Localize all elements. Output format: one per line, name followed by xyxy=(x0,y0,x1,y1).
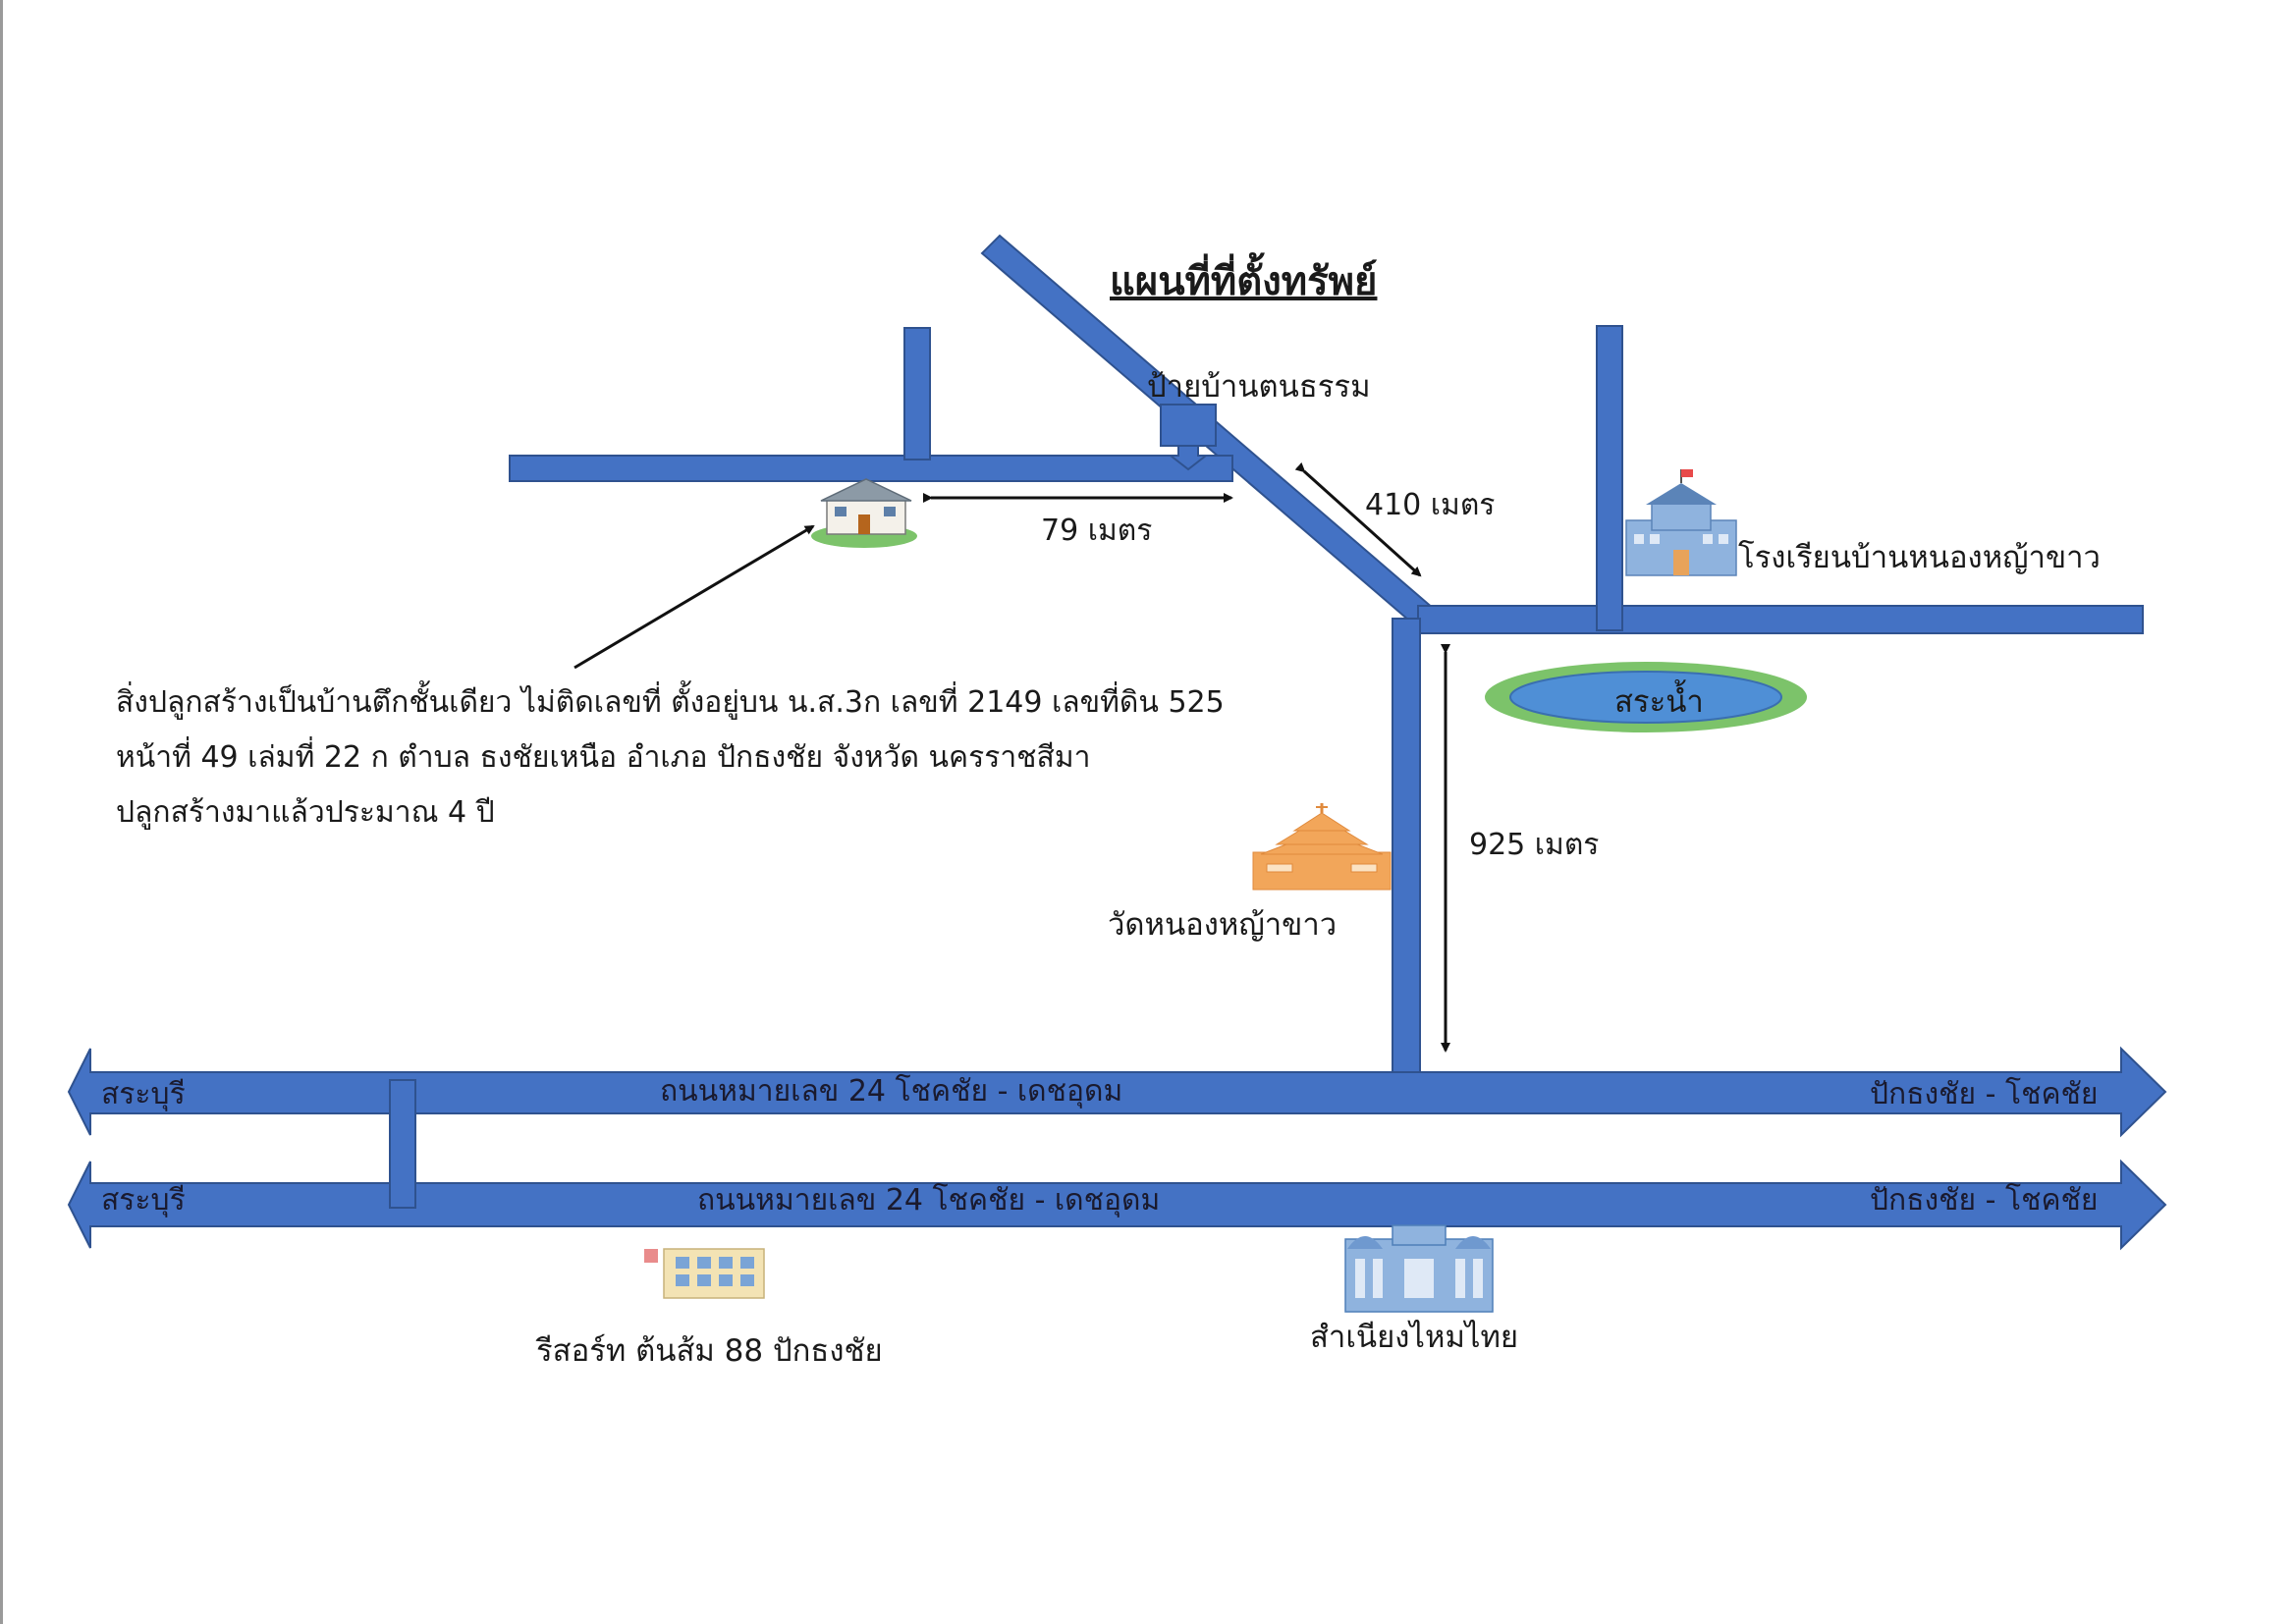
temple-label: วัดหนองหญ้าขาว xyxy=(1108,907,1337,943)
school-icon xyxy=(1625,469,1737,576)
temple-icon xyxy=(1252,803,1392,891)
pond-label: สระน้ำ xyxy=(1614,679,1704,720)
u-turn-connector xyxy=(389,1079,416,1209)
main-access-road xyxy=(1392,618,1421,1073)
property-description-line-3: ปลูกสร้างมาแล้วประมาณ 4 ปี xyxy=(116,795,495,830)
resort-label: รีสอร์ท ต้นส้ม 88 ปักธงชัย xyxy=(535,1333,883,1369)
property-description: สิ่งปลูกสร้างเป็นบ้านตึกชั้นเดียว ไม่ติด… xyxy=(116,676,1225,840)
property-description-line-2: หน้าที่ 49 เล่มที่ 22 ก ตำบล ธงชัยเหนือ … xyxy=(116,740,1091,775)
side-road-stub xyxy=(903,327,931,460)
highway-upper-left-label: สระบุรี xyxy=(101,1077,186,1112)
shop-label: สำเนียงไหมไทย xyxy=(1310,1320,1518,1355)
property-description-line-1: สิ่งปลูกสร้างเป็นบ้านตึกชั้นเดียว ไม่ติด… xyxy=(116,685,1225,720)
shop-building-icon xyxy=(1344,1224,1494,1313)
village-road xyxy=(509,455,1233,482)
distance-label-79m: 79 เมตร xyxy=(1041,514,1152,548)
map-title: แผนที่ที่ตั้งทรัพย์ xyxy=(1110,252,1377,304)
highway-upper-center-label: ถนนหมายเลข 24 โชคชัย - เดชอุดม xyxy=(660,1073,1122,1110)
school-road xyxy=(1417,605,2144,634)
distance-arrow-410m xyxy=(1294,461,1422,577)
highway-lower-left-label: สระบุรี xyxy=(101,1183,186,1218)
school-side-road xyxy=(1596,325,1623,631)
distance-label-410m: 410 เมตร xyxy=(1365,488,1495,522)
pond-icon xyxy=(1485,662,1807,732)
signpost-label: ป้ายบ้านตนธรรม xyxy=(1147,369,1371,405)
highway-lower-center-label: ถนนหมายเลข 24 โชคชัย - เดชอุดม xyxy=(697,1182,1160,1218)
house-icon xyxy=(811,478,917,548)
highway-upper xyxy=(67,1046,2167,1138)
note-pointer-arrow xyxy=(574,524,815,670)
distance-label-925m: 925 เมตร xyxy=(1469,828,1599,862)
highway-lower xyxy=(67,1159,2167,1251)
school-label: โรงเรียนบ้านหนองหญ้าขาว xyxy=(1738,540,2101,575)
resort-building-icon xyxy=(644,1248,765,1299)
highway-lower-right-label: ปักธงชัย - โชคชัย xyxy=(1870,1182,2099,1218)
highway-upper-right-label: ปักธงชัย - โชคชัย xyxy=(1870,1076,2099,1111)
signpost-icon xyxy=(1160,404,1217,471)
